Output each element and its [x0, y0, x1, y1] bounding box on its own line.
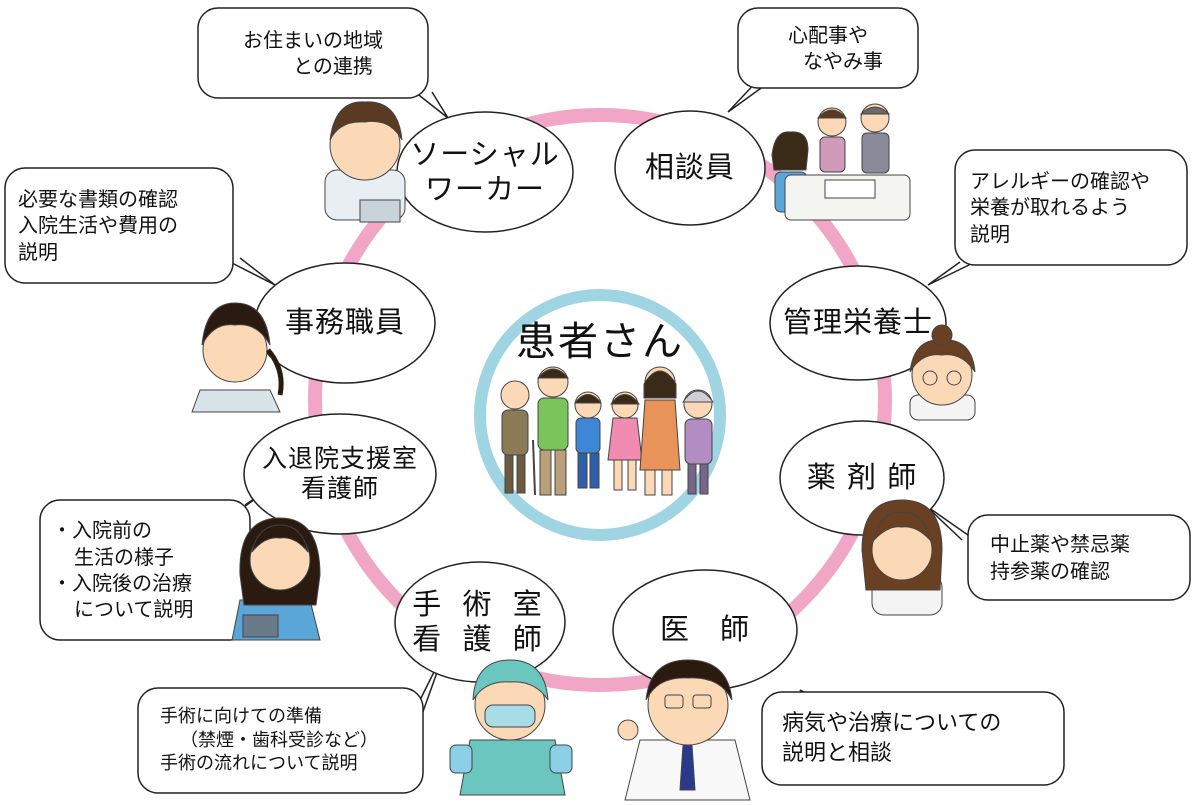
bubble-line: お住まいの地域 — [243, 27, 383, 52]
connecting-ring — [308, 108, 892, 692]
bubble-line: 病気や治療についての — [782, 711, 1002, 737]
bubble-line: 説明と相談 — [782, 740, 893, 766]
bubble-line: アレルギーの確認や — [970, 168, 1150, 193]
dietitian-bubble-shape — [954, 149, 1188, 266]
speech-bubbles — [4, 7, 1191, 794]
doctor-bubble-text: 病気や治療についての 説明と相談 — [782, 692, 1062, 785]
role-line: 事務職員 — [284, 305, 405, 340]
role-label-doctor: 医 師 — [613, 605, 797, 655]
dietitian-illustration — [909, 324, 976, 421]
pharmacist-bubble-shape — [967, 514, 1191, 601]
clerk-bubble-shape — [4, 167, 234, 284]
bubble-line: 心配事や — [788, 22, 868, 47]
role-line: ワーカー — [424, 172, 545, 206]
bubble-line: について説明 — [74, 597, 194, 622]
doctor-illustration — [617, 659, 751, 801]
bubble-line: 手術に向けての準備 — [160, 705, 322, 727]
role-line: 薬 剤 師 — [806, 460, 918, 495]
role-label-clerk: 事務職員 — [255, 298, 435, 348]
patient-family-illustration — [500, 366, 714, 496]
role-line: 看 護 師 — [412, 622, 548, 656]
role-label-or-nurse: 手 術 室 看 護 師 — [395, 572, 565, 672]
bubble-line: 手術の流れについて説明 — [160, 753, 358, 775]
role-line: 医 師 — [659, 612, 750, 647]
bubble-line: 入院生活や費用の — [18, 213, 178, 238]
bubble-line: ・入院前の — [52, 518, 152, 543]
bubble-line: 栄養が取れるよう — [970, 195, 1130, 220]
counselor-bubble-text: 心配事や なやみ事 — [738, 8, 918, 88]
role-line: ソーシャル — [410, 136, 560, 171]
role-line: 手 術 室 — [412, 586, 548, 621]
counselor-illustration — [771, 103, 911, 221]
center-title: 患者さん — [516, 318, 684, 365]
dietitian-ellipse — [769, 265, 947, 381]
pharmacist-illustration — [861, 499, 943, 616]
doctor-bubble-shape — [761, 691, 1065, 786]
role-label-pharmacist: 薬 剤 師 — [780, 453, 944, 503]
social-worker-bubble-text: お住まいの地域 との連携 — [198, 8, 428, 98]
counselor-bubble-shape — [737, 7, 919, 89]
pharmacist-bubble-text: 中止薬や禁忌薬 持参薬の確認 — [990, 515, 1185, 600]
role-label-dietitian: 管理栄養士 — [770, 298, 946, 348]
admission-nurse-ellipse — [243, 413, 437, 535]
role-line: 看護師 — [300, 474, 379, 503]
role-line: 入退院支援室 — [261, 443, 418, 473]
or-nurse-bubble-shape — [137, 687, 424, 794]
bubble-line: 説明 — [970, 221, 1010, 246]
role-line: 管理栄養士 — [782, 305, 933, 340]
admission-nurse-bubble-text: ・入院前の 生活の様子 ・入院後の治療 について説明 — [52, 500, 248, 640]
counselor-ellipse — [614, 110, 766, 226]
bubble-line: との連携 — [293, 54, 373, 78]
or-nurse-bubble-text: 手術に向けての準備 （禁煙・歯科受診など） 手術の流れについて説明 — [160, 688, 422, 793]
or-nurse-illustration — [449, 659, 573, 796]
clerk-bubble-text: 必要な書類の確認 入院生活や費用の 説明 — [18, 168, 230, 283]
role-label-admission-nurse: 入退院支援室 看護師 — [244, 428, 436, 520]
bubble-line: なやみ事 — [803, 49, 883, 73]
bubble-line: 生活の様子 — [74, 544, 174, 569]
role-ellipses — [243, 110, 947, 691]
role-line: 相談員 — [644, 150, 735, 185]
role-label-social-worker: ソーシャル ワーカー — [397, 122, 573, 222]
bubble-line: ・入院後の治療 — [52, 571, 192, 595]
role-label-counselor: 相談員 — [615, 143, 765, 193]
bubble-line: 説明 — [18, 239, 58, 264]
dietitian-bubble-text: アレルギーの確認や 栄養が取れるよう 説明 — [970, 150, 1185, 265]
bubble-line: 中止薬や禁忌薬 — [990, 532, 1130, 557]
bubble-line: 持参薬の確認 — [990, 558, 1110, 583]
admission-nurse-illustration — [231, 517, 321, 641]
social-worker-illustration — [324, 101, 406, 223]
social-worker-bubble-shape — [197, 7, 429, 99]
bubble-line: （禁煙・歯科受診など） — [180, 729, 378, 751]
clerk-illustration — [191, 302, 284, 413]
bubble-line: 必要な書類の確認 — [18, 186, 178, 211]
